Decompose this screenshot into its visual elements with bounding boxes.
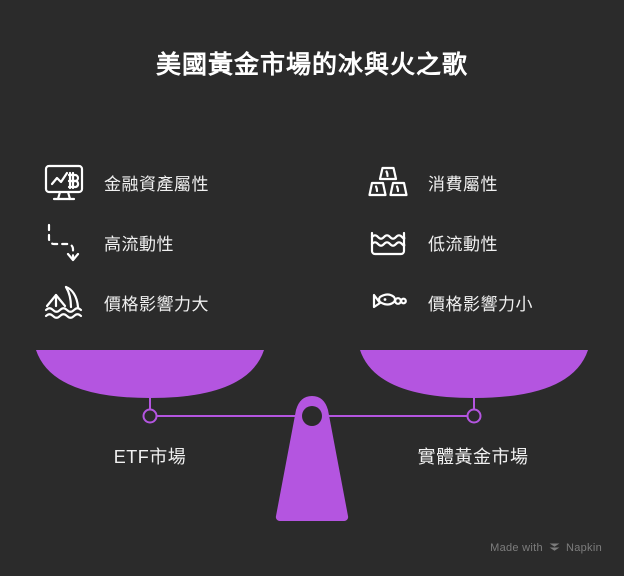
left-pan-caption: ETF市場 [113,447,187,467]
page-title: 美國黃金市場的冰與火之歌 [155,51,468,79]
feature-label: 價格影響力大 [104,294,209,314]
iceberg-whale-waves-icon [36,274,92,330]
fulcrum [275,396,349,522]
feature-item-low-liquidity: 低流動性 [360,212,624,272]
gold-bars-icon [360,154,416,210]
dashed-arrow-down-icon [36,214,92,270]
feature-label: 高流動性 [104,234,174,254]
right-pan [360,350,588,398]
water-container-waves-icon [360,214,416,270]
left-pan [36,350,264,398]
left-feature-column: 金融資產屬性 高流動性 價格 [36,152,306,332]
feature-label: 價格影響力小 [428,294,533,314]
napkin-watermark: Made with Napkin [490,541,602,554]
feature-item-high-price-impact: 價格影響力大 [36,272,306,332]
feature-item-high-liquidity: 高流動性 [36,212,306,272]
watermark-prefix: Made with [490,541,543,554]
feature-item-low-price-impact: 價格影響力小 [360,272,624,332]
balance-scale-graphic [36,350,588,522]
right-hanger-ring [466,408,482,424]
watermark-brand: Napkin [565,541,602,554]
left-hanger-ring [142,408,158,424]
napkin-logo-icon [548,541,561,554]
fulcrum-pivot-hole [302,406,322,426]
feature-item-consumption: 消費屬性 [360,152,624,212]
feature-label: 消費屬性 [428,174,498,194]
small-fish-icon [360,274,416,330]
feature-item-financial-asset: 金融資產屬性 [36,152,306,212]
right-pan-caption: 實體黃金市場 [417,447,529,467]
right-feature-column: 消費屬性 低流動性 價格影響 [360,152,624,332]
monitor-bitcoin-chart-icon [36,154,92,210]
feature-label: 金融資產屬性 [104,174,209,194]
feature-label: 低流動性 [428,234,498,254]
